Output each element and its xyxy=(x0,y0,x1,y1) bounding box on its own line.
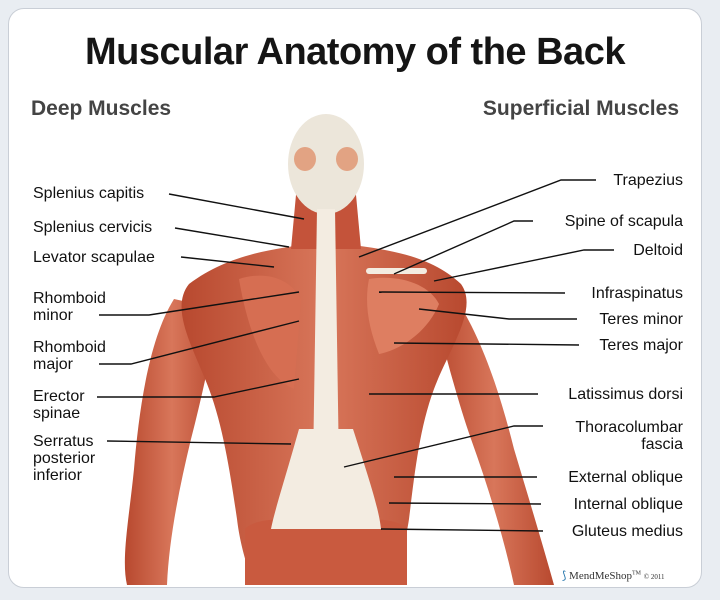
head-illustration xyxy=(288,114,364,214)
gluteal-region-illustration xyxy=(245,519,407,585)
label-latissimus-dorsi: Latissimus dorsi xyxy=(568,386,683,403)
label-deltoid: Deltoid xyxy=(633,242,683,259)
label-serratus-line2: posterior xyxy=(33,450,96,467)
label-rhomboid-minor-line2: minor xyxy=(33,307,74,324)
label-rhomboid-major-line2: major xyxy=(33,356,74,373)
label-teres-minor: Teres minor xyxy=(599,311,683,328)
brand-name: MendMeShop xyxy=(569,570,632,582)
label-rhomboid-major: Rhomboid major xyxy=(33,339,106,373)
label-thoracolumbar-fascia: Thoracolumbar fascia xyxy=(575,419,683,453)
diagram-card: Muscular Anatomy of the Back Deep Muscle… xyxy=(8,8,702,588)
label-erector-spinae-line2: spinae xyxy=(33,405,81,422)
label-external-oblique: External oblique xyxy=(568,469,683,486)
label-rhomboid-major-line1: Rhomboid xyxy=(33,339,106,356)
label-serratus-line1: Serratus xyxy=(33,433,94,450)
label-trapezius: Trapezius xyxy=(613,172,683,189)
label-serratus-posterior-inferior: Serratus posterior inferior xyxy=(33,433,95,484)
label-spine-of-scapula: Spine of scapula xyxy=(564,213,683,230)
label-thoracolumbar-line1: Thoracolumbar xyxy=(575,419,683,436)
brand-copyright: © 2011 xyxy=(643,573,665,581)
label-erector-spinae-line1: Erector xyxy=(33,388,85,405)
brand-mark-icon: ⟆ xyxy=(562,570,567,582)
label-erector-spinae: Erector spinae xyxy=(33,388,85,422)
label-infraspinatus: Infraspinatus xyxy=(591,285,683,302)
label-gluteus-medius: Gluteus medius xyxy=(571,523,683,540)
label-rhomboid-minor: Rhomboid minor xyxy=(33,290,106,324)
deep-muscles-heading: Deep Muscles xyxy=(31,97,172,120)
superficial-muscles-heading: Superficial Muscles xyxy=(482,97,679,120)
brand-tm: TM xyxy=(632,570,641,577)
label-splenius-cervicis: Splenius cervicis xyxy=(33,219,153,236)
label-teres-major: Teres major xyxy=(599,337,683,354)
spine-tendon-illustration xyxy=(313,209,339,469)
label-serratus-line3: inferior xyxy=(33,467,82,484)
label-internal-oblique: Internal oblique xyxy=(573,496,683,513)
label-thoracolumbar-line2: fascia xyxy=(641,436,683,453)
diagram-title: Muscular Anatomy of the Back xyxy=(85,31,625,73)
brand-watermark: ⟆ MendMeShopTM © 2011 xyxy=(562,569,665,582)
label-splenius-capitis: Splenius capitis xyxy=(33,185,145,202)
label-levator-scapulae: Levator scapulae xyxy=(33,249,155,266)
label-rhomboid-minor-line1: Rhomboid xyxy=(33,290,106,307)
